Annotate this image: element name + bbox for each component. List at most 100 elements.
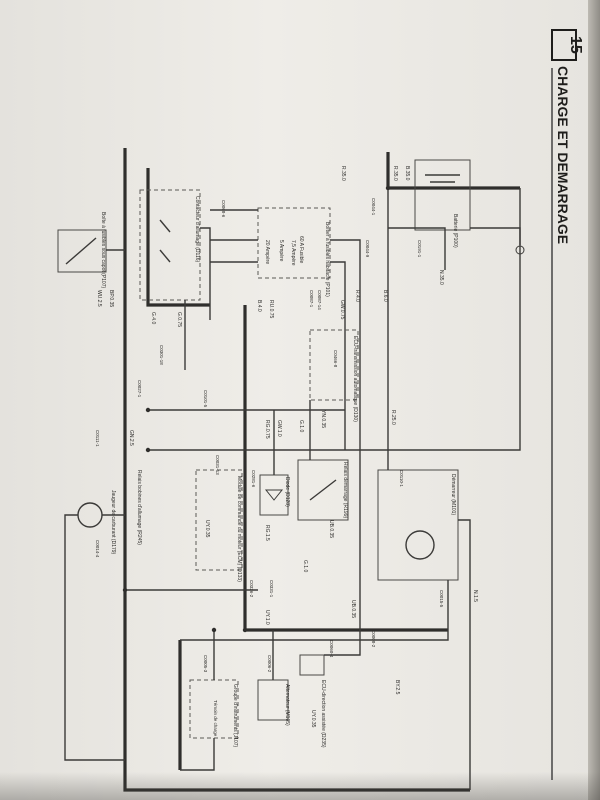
connector-label: C0087-14 <box>317 290 322 310</box>
wire-label: G.0.75 <box>176 312 182 327</box>
starter-relay-block: Relais démarrage (R199) <box>297 459 349 521</box>
engine-module-label: Module de commande du moteur (ECM) (D133… <box>236 476 242 582</box>
fuse-5a-label: 5 Ampère <box>278 240 284 262</box>
diode-label: Diode (D128) <box>284 477 290 507</box>
section-number: 15 <box>567 36 584 54</box>
wire-label: G.4.0 <box>150 312 156 324</box>
starter-relay-label: Relais démarrage (R199) <box>342 462 348 518</box>
wire-label: UB.0.35 <box>328 520 334 538</box>
wire-horizontal <box>148 188 521 451</box>
fuel-gauge-label: Jaugeur de carburant (D179) <box>110 490 116 555</box>
wire-label: R.35.0 <box>392 166 398 181</box>
wire-label: RU.0.75 <box>268 300 274 319</box>
instrument-cluster-block: Groupe d'instruments (J107) Témoin de ch… <box>189 679 239 748</box>
connector-label: C0060-4 <box>329 640 334 658</box>
ecu-outline <box>309 329 359 401</box>
ecu-direction-box <box>299 654 325 676</box>
connector-label: C0008-2 <box>371 630 376 648</box>
wire-label: B.35.0 <box>404 166 410 181</box>
photo-vignette <box>0 772 600 800</box>
wire-label: R.35.0 <box>340 166 346 181</box>
ecu-direction-label: ECU-direction assistée (D235) <box>320 680 326 748</box>
engine-module-block: Module de commande du moteur (ECM) (D133… <box>195 469 243 582</box>
wire-label: B.6.0 <box>382 290 388 302</box>
connector-label: C0331-1 <box>269 580 274 598</box>
splice-dot-icon <box>242 627 248 633</box>
wire-ignition-out <box>200 227 211 320</box>
wire-fuse-out <box>330 261 346 450</box>
connector-label: C0006-2 <box>267 655 272 673</box>
connector-label: C0031-13 <box>215 455 220 475</box>
relay-contact-icon <box>309 479 337 501</box>
ignition-switch-label: Contacteur d'allumage (D116) <box>194 196 200 263</box>
connector-label: C0301-18 <box>159 345 164 365</box>
battery-box <box>414 159 471 231</box>
switch-contact-icon <box>159 249 171 263</box>
wire-horizontal <box>180 580 449 641</box>
starter-relay-box <box>297 459 349 521</box>
fuel-gauge-icon <box>77 502 103 528</box>
splice-dot-icon <box>385 185 391 191</box>
wire-label: N.1.5 <box>472 590 478 602</box>
ecu-label: ECU-transmission automatique (D130) <box>352 336 358 422</box>
diode-block: Diode (D128) <box>259 474 290 516</box>
alternator-box <box>257 679 289 721</box>
alternator-label: Alternateur (M105) <box>284 684 290 726</box>
wire-label: WU.2.5 <box>96 290 102 307</box>
connector-label: C0110-1 <box>399 470 404 487</box>
main-feed-left <box>146 168 210 307</box>
wire-label: BP.0.35 <box>108 290 114 307</box>
diode-icon <box>264 489 284 501</box>
wire-fuel-gauge-ground <box>64 514 125 761</box>
wire-label: BY.2.5 <box>394 680 400 695</box>
wire-battery-down <box>388 227 446 270</box>
ignition-relay-block: Relais bobines d'allumage (R245) <box>136 470 142 545</box>
starter-motor-block: Démarreur (M101) <box>377 469 459 581</box>
wire-label: GN.2.5 <box>128 430 134 446</box>
page-edge-shadow <box>588 0 600 800</box>
engine-module-outline <box>195 469 243 571</box>
connector-label: C0087-1 <box>309 290 314 308</box>
wire-label: R.25.0 <box>390 410 396 425</box>
fuse-60a-label: 60 A Fusible <box>298 236 304 263</box>
ignition-switch-outline <box>139 189 201 301</box>
splice-dot-icon <box>211 627 217 633</box>
fuse-box-label: Boîtier à fusibles habitacle (P101) <box>324 222 330 297</box>
coil-pack-label: Boîte à fusibles sous capot (P107) <box>100 212 106 288</box>
coil-pack-block: Boîte à fusibles sous capot (P107) <box>57 212 107 288</box>
ecu-direction-block: ECU-direction assistée (D235) <box>299 654 326 748</box>
wire-label: G.1.0 <box>302 560 308 572</box>
battery-label: Batterie (P100) <box>452 214 458 248</box>
wire-label: UY.0.35 <box>310 710 316 728</box>
connector-label: C0014-4 <box>95 540 100 558</box>
splice-dot-icon <box>145 447 151 453</box>
section-number-box <box>551 29 577 61</box>
battery-block: Batterie (P100) <box>414 159 471 248</box>
connector-label: C0027-1 <box>137 380 142 398</box>
wire-label: B.4.0 <box>256 300 262 312</box>
ecu-transmission-block: ECU-transmission automatique (D130) <box>309 329 359 422</box>
wire-ecu-direction <box>324 312 361 656</box>
ground-bus <box>123 148 470 792</box>
wire-label: UY.0.35 <box>204 520 210 538</box>
connector-label: C0015-5 <box>439 590 444 608</box>
starter-motor-label: Démarreur (M101) <box>450 474 456 515</box>
ignition-relay-label: Relais bobines d'allumage (R245) <box>136 470 142 545</box>
connector-label: C0101-5 <box>203 390 208 408</box>
coil-symbol-icon <box>65 237 97 265</box>
wire-label: YN.0.35 <box>320 410 326 428</box>
switch-contact-icon <box>159 219 171 233</box>
connector-label: C0191-1 <box>417 240 422 258</box>
wire-label: R.4.0 <box>354 290 360 302</box>
wire-battery-right <box>470 227 521 245</box>
charge-lamp-label: Témoin de charge <box>213 700 218 737</box>
starter-motor-box <box>377 469 459 581</box>
wire-label: UB.0.35 <box>350 600 356 618</box>
connector-label: C0466-8 <box>333 350 338 368</box>
section-title: CHARGE ET DEMARRAGE <box>555 66 571 244</box>
wire-label: RG.0.75 <box>264 420 270 439</box>
connector-label: C0044-9 <box>365 240 370 258</box>
motor-icon <box>405 530 435 560</box>
alternator-block: Alternateur (M105) <box>257 679 290 726</box>
